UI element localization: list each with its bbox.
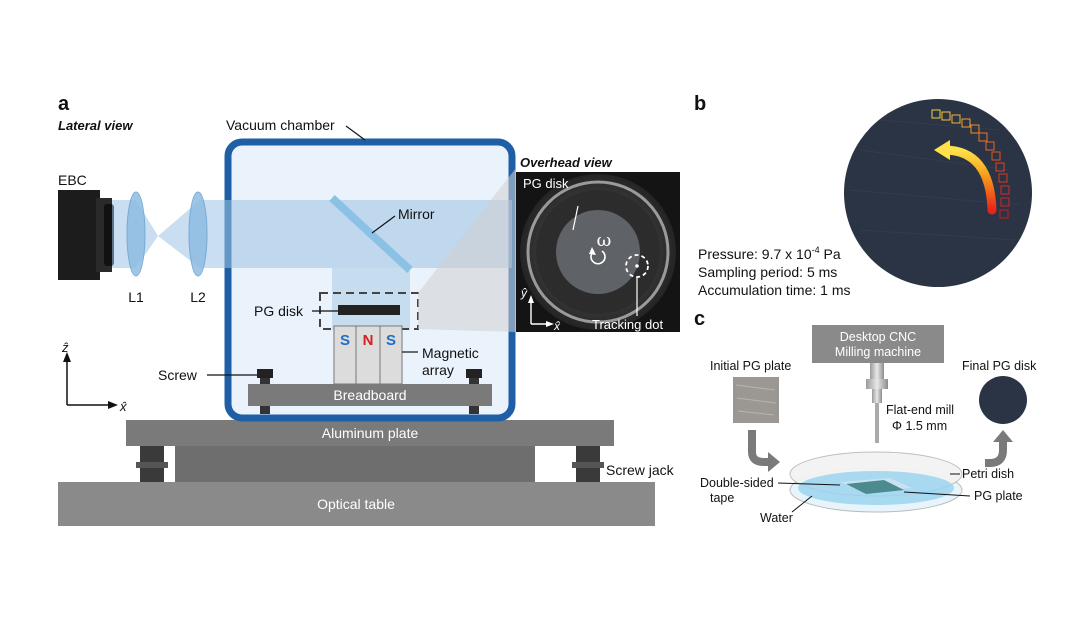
initial-plate-label: Initial PG plate bbox=[710, 359, 791, 373]
water-label: Water bbox=[760, 511, 793, 525]
initial-pg-plate bbox=[733, 377, 779, 423]
overhead-view-photo: ω PG disk Tracking dot ŷ x̂ bbox=[516, 172, 680, 333]
axis-zx: ẑ x̂ bbox=[61, 340, 127, 414]
tracking-image bbox=[844, 99, 1032, 287]
screw-jack-label: Screw jack bbox=[606, 462, 675, 478]
magnet-s-left: S bbox=[340, 332, 350, 349]
overhead-axis-x-label: x̂ bbox=[553, 319, 561, 333]
overhead-axis-y-label: ŷ bbox=[520, 286, 528, 300]
pressure-prefix: Pressure: 9.7 x 10 bbox=[698, 246, 812, 262]
final-disk-label: Final PG disk bbox=[962, 359, 1037, 373]
panel-a-letter: a bbox=[58, 93, 70, 115]
lateral-view-title: Lateral view bbox=[58, 118, 133, 133]
end-mill-label-2: Φ 1.5 mm bbox=[892, 419, 947, 433]
mirror-label: Mirror bbox=[398, 206, 435, 222]
pg-disk-label: PG disk bbox=[254, 303, 304, 319]
panel-c: c Desktop CNC Milling machine Flat-end m… bbox=[694, 308, 1037, 525]
aluminum-plate-label: Aluminum plate bbox=[322, 425, 419, 441]
rotation-trajectory-arrow bbox=[939, 145, 997, 215]
screw-label: Screw bbox=[158, 367, 198, 383]
panel-a: a Lateral view Optical table Screw jack … bbox=[58, 93, 680, 526]
final-pg-disk bbox=[979, 376, 1027, 424]
breadboard bbox=[248, 384, 492, 406]
vacuum-chamber-label: Vacuum chamber bbox=[226, 117, 335, 133]
rotation-arrow-icon bbox=[590, 250, 606, 265]
magnet-s-right: S bbox=[386, 332, 396, 349]
panel-b: b bbox=[694, 93, 1032, 298]
screw-left bbox=[257, 369, 273, 414]
petri-dish-label: Petri dish bbox=[962, 467, 1014, 481]
lens-l1 bbox=[126, 191, 146, 277]
breadboard-label: Breadboard bbox=[333, 387, 406, 403]
light-beam-vertical bbox=[332, 268, 410, 330]
overhead-pg-disk-label: PG disk bbox=[523, 176, 569, 191]
end-mill bbox=[866, 363, 888, 443]
pressure-exponent: -4 bbox=[812, 245, 820, 255]
arrow-down-right-icon bbox=[748, 430, 768, 466]
magnetic-array-label-1: Magnetic bbox=[422, 345, 479, 361]
lens-l2 bbox=[188, 191, 208, 277]
aluminum-plate bbox=[126, 420, 614, 446]
omega-symbol: ω bbox=[597, 230, 612, 251]
screw-jack-right bbox=[572, 446, 604, 482]
magnet-n: N bbox=[363, 332, 374, 349]
optical-table bbox=[58, 482, 655, 526]
ebc-label: EBC bbox=[58, 172, 87, 188]
screw-jack-left bbox=[136, 446, 168, 482]
overhead-view-title: Overhead view bbox=[520, 155, 613, 170]
panel-b-letter: b bbox=[694, 93, 706, 115]
lens-l1-label: L1 bbox=[128, 289, 144, 305]
pressure-text: Pressure: 9.7 x 10-4 Pa bbox=[698, 245, 841, 262]
petri-dish bbox=[789, 451, 963, 513]
pressure-suffix: Pa bbox=[820, 246, 841, 262]
pg-disk bbox=[338, 305, 400, 315]
screw-right bbox=[466, 369, 482, 414]
cnc-label-2: Milling machine bbox=[835, 345, 921, 359]
tracking-dot-label: Tracking dot bbox=[592, 317, 663, 332]
arrow-up-right-icon bbox=[985, 442, 1007, 467]
axis-z-label: ẑ bbox=[61, 340, 69, 355]
axis-x-label: x̂ bbox=[119, 399, 127, 414]
pg-plate bbox=[846, 480, 904, 494]
camera-ebc bbox=[58, 190, 114, 280]
lens-l2-label: L2 bbox=[190, 289, 206, 305]
view-projection bbox=[418, 168, 516, 332]
jack-body bbox=[175, 446, 535, 482]
sampling-period-text: Sampling period: 5 ms bbox=[698, 264, 837, 280]
accumulation-time-text: Accumulation time: 1 ms bbox=[698, 282, 851, 298]
cnc-machine bbox=[812, 325, 944, 363]
tape-label-1: Double-sided bbox=[700, 476, 774, 490]
mirror bbox=[329, 195, 413, 273]
panel-c-letter: c bbox=[694, 308, 705, 330]
tape-label-2: tape bbox=[710, 491, 734, 505]
magnetic-array-label-2: array bbox=[422, 362, 454, 378]
cnc-label-1: Desktop CNC bbox=[840, 330, 916, 344]
end-mill-label-1: Flat-end mill bbox=[886, 403, 954, 417]
pg-plate-label: PG plate bbox=[974, 489, 1023, 503]
light-beam-horizontal bbox=[112, 200, 512, 268]
optical-table-label: Optical table bbox=[317, 496, 395, 512]
magnetic-array: S N S bbox=[333, 325, 403, 385]
